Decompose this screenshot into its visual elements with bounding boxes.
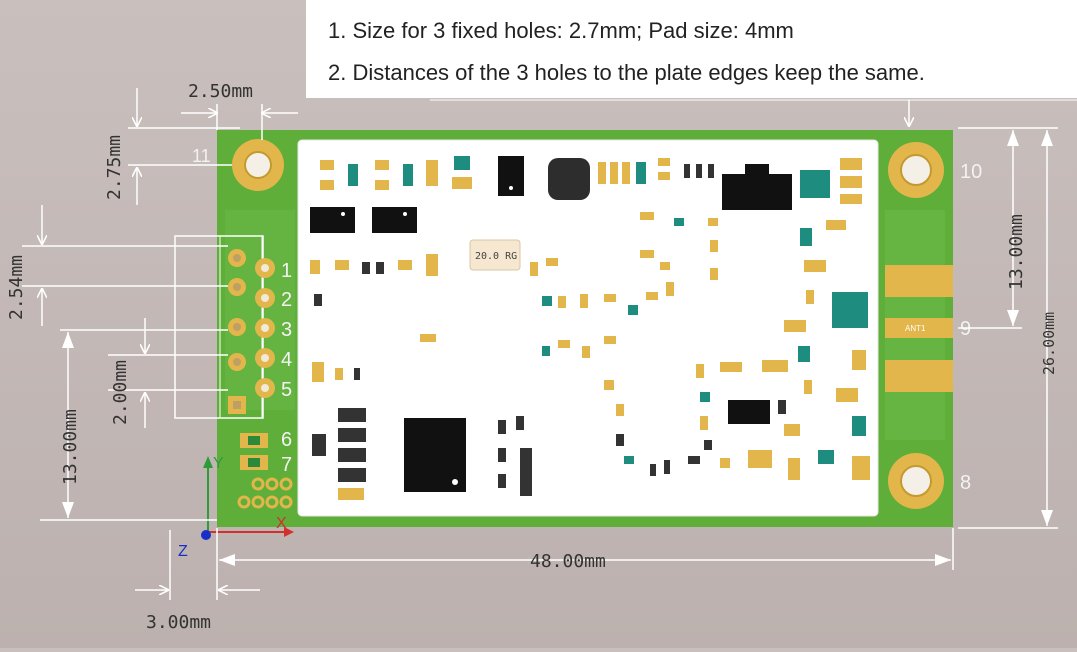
dim-board-height: 26.00mm: [1040, 312, 1058, 375]
antenna-silkscreen: ANT1: [905, 324, 926, 333]
pin-label-3: 3: [281, 319, 292, 341]
dim-left-hole-vertical: 2.75mm: [104, 135, 125, 200]
dim-pin-spacing: 2.00mm: [110, 360, 131, 425]
pin-labels: 1 2 3 4 5 6 7: [281, 260, 292, 476]
note-2: 2. Distances of the 3 holes to the plate…: [328, 60, 925, 85]
dim-lower-pin-span: 13.00mm: [60, 409, 81, 485]
antenna-pad-top: [885, 265, 953, 297]
pin-label-5: 5: [281, 379, 292, 401]
hole-label-9: 9: [960, 318, 971, 340]
antenna-pad-bottom: [885, 360, 953, 392]
mounting-hole-top-right: [888, 142, 944, 198]
axis-indicator: X Y Z: [178, 455, 294, 560]
note-1: 1. Size for 3 fixed holes: 2.7mm; Pad si…: [328, 18, 794, 43]
dim-left-offset: 3.00mm: [146, 612, 211, 633]
pin-label-1: 1: [281, 260, 292, 282]
pin-label-4: 4: [281, 349, 292, 371]
hole-label-10: 10: [960, 161, 982, 183]
components: 20.0 RG: [310, 156, 870, 500]
axis-x-label: X: [276, 515, 287, 532]
crystal-label: 20.0 RG: [475, 251, 517, 262]
pin-label-2: 2: [281, 289, 292, 311]
hole-label-11: 11: [192, 146, 211, 166]
dimension-lines: [22, 88, 1077, 600]
axis-y-label: Y: [213, 455, 224, 472]
mounting-hole-bottom-right: [888, 453, 944, 509]
dim-board-width: 48.00mm: [530, 551, 606, 572]
axis-z-label: Z: [178, 543, 188, 560]
dim-pin-pitch: 2.54mm: [6, 255, 27, 320]
pin-label-6: 6: [281, 429, 292, 451]
dim-top-offset: 2.50mm: [188, 81, 253, 102]
hole-label-8: 8: [960, 472, 971, 494]
pin-header: [228, 249, 275, 414]
mounting-hole-top-left: [232, 139, 284, 191]
pin-label-7: 7: [281, 454, 292, 476]
dim-right-hole-vertical: 13.00mm: [1006, 214, 1027, 290]
antenna-pin: [885, 318, 953, 338]
notes-panel: 1. Size for 3 fixed holes: 2.7mm; Pad si…: [306, 0, 1077, 98]
crystal: [469, 239, 521, 271]
